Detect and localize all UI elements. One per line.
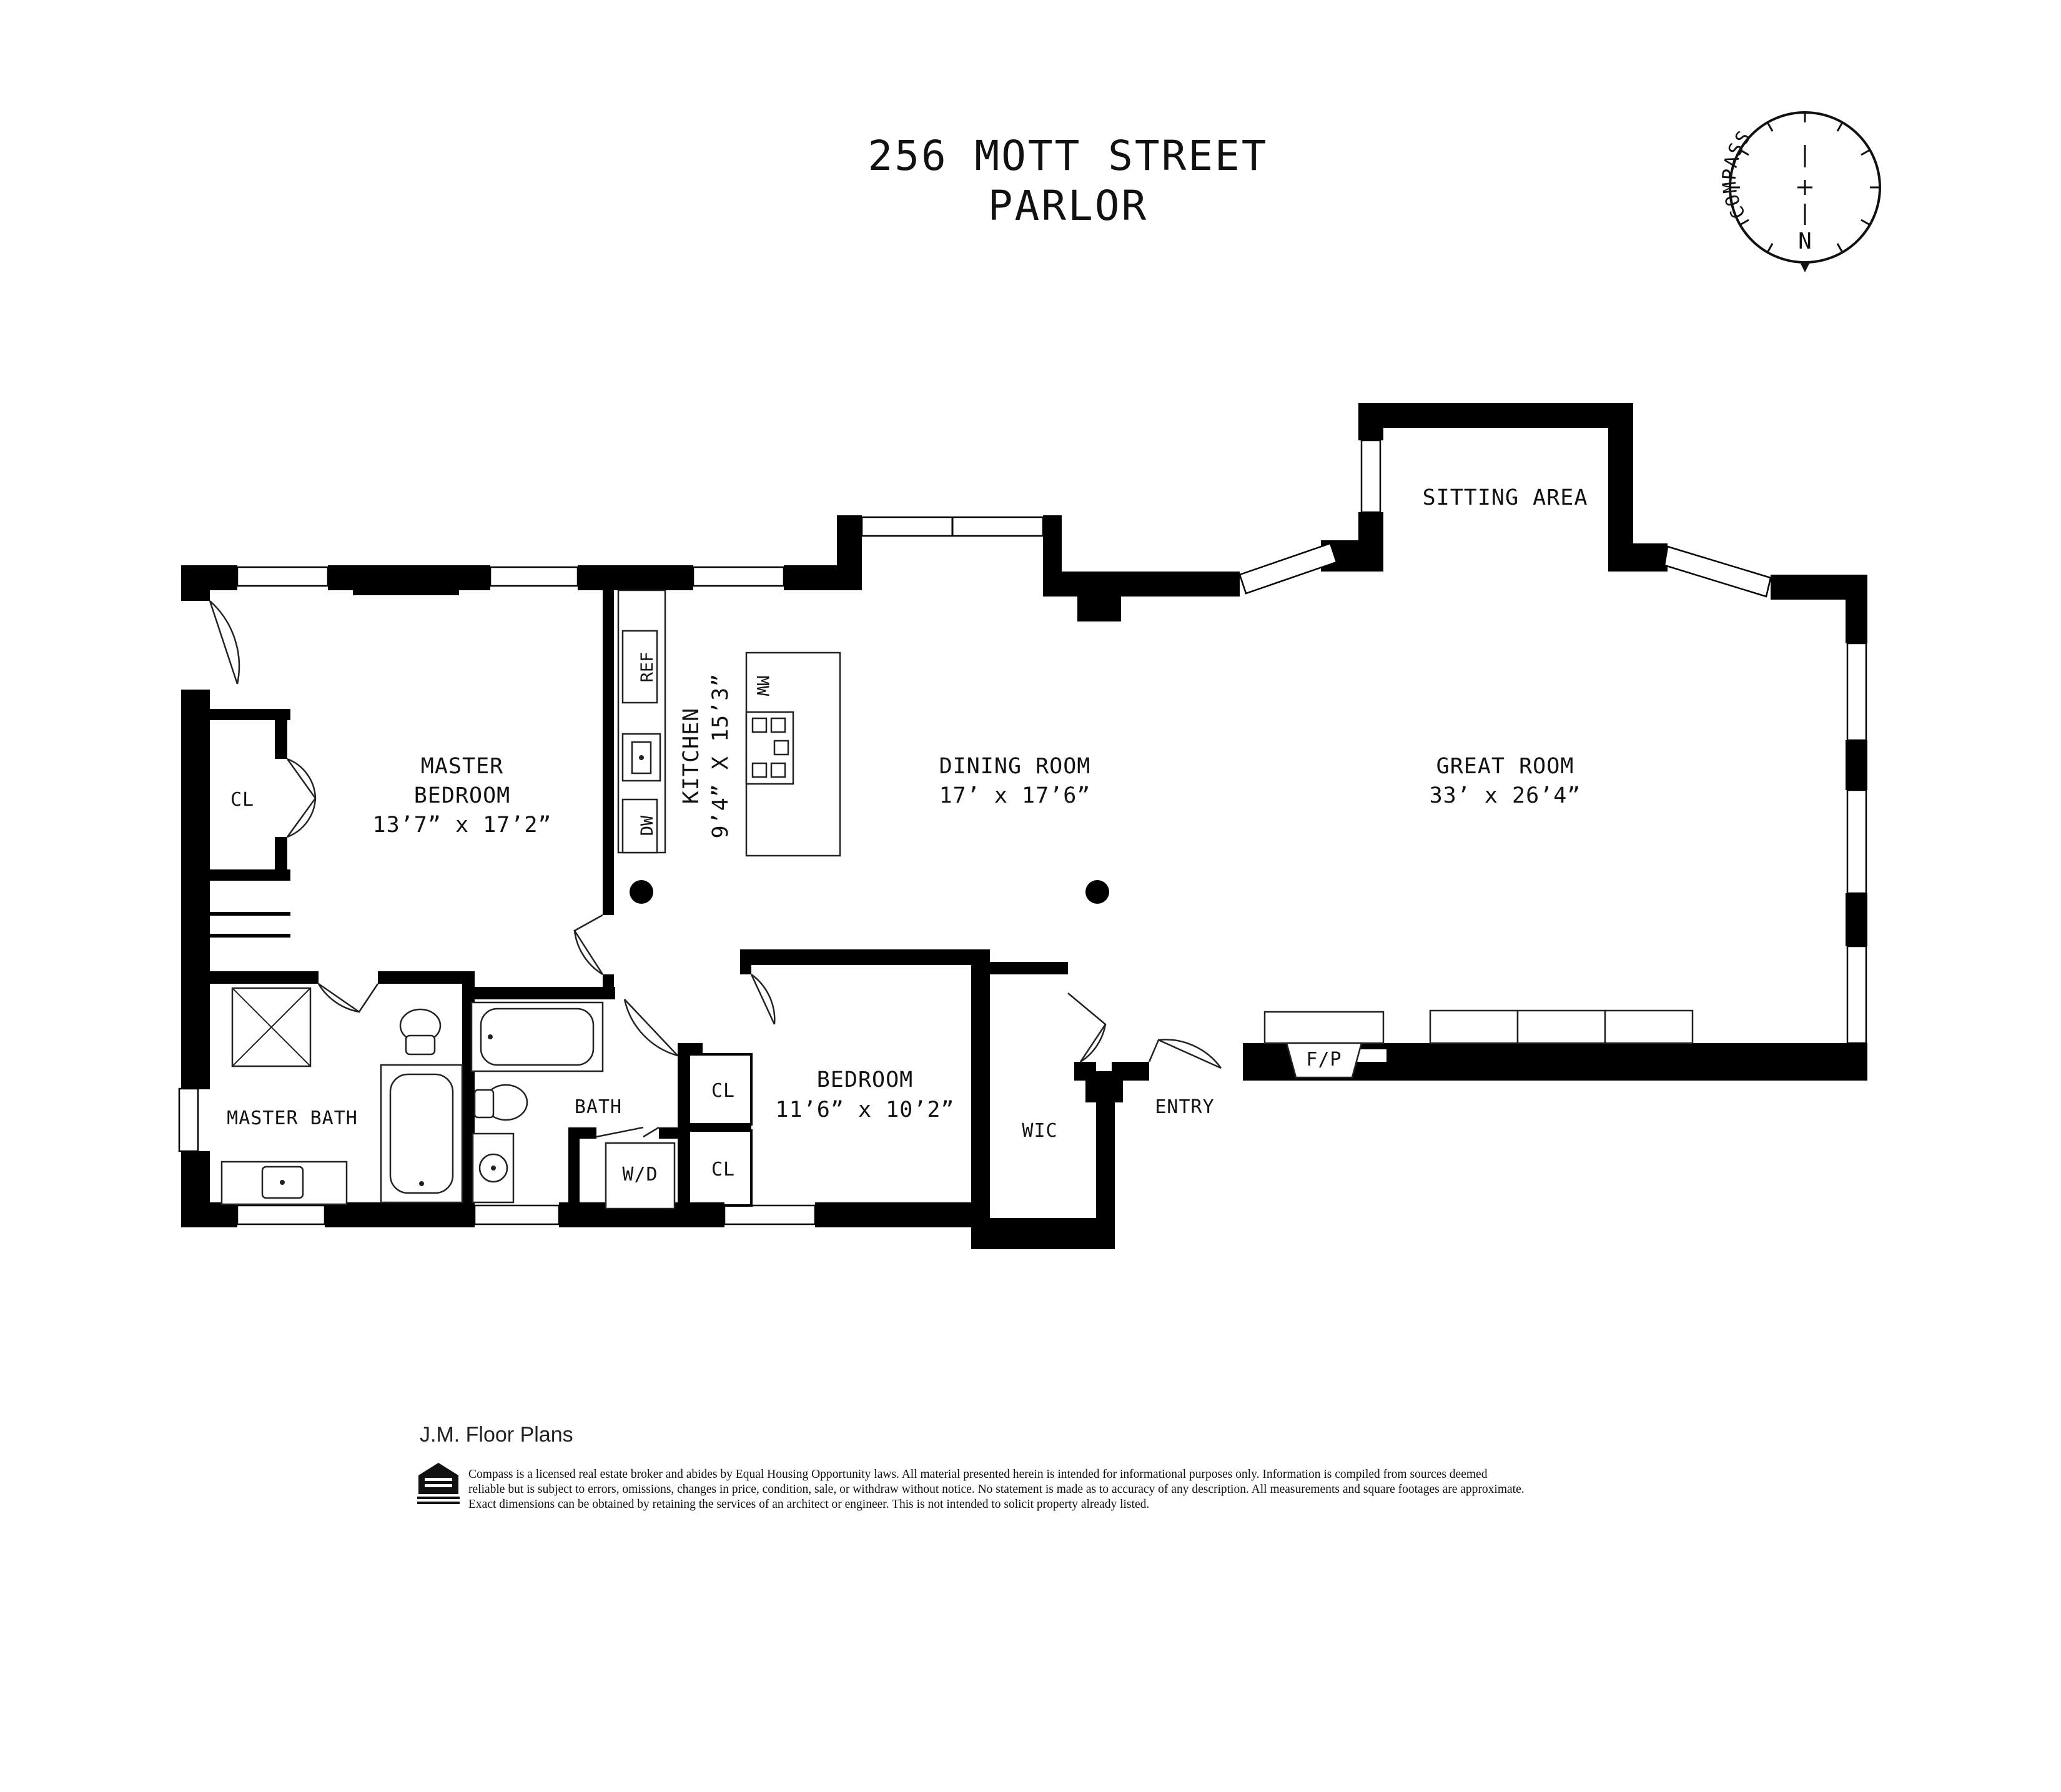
master-bedroom-label-line2: BEDROOM: [414, 783, 511, 808]
closet-label: CL: [711, 1080, 735, 1102]
compass-north-label: N: [1798, 229, 1812, 254]
window: [236, 1204, 326, 1225]
doors: [209, 600, 1222, 1138]
master-bath-fixtures: [220, 987, 463, 1205]
kitchen-fixtures: REF DW MW: [617, 589, 841, 857]
window: [1846, 789, 1867, 894]
ref-label: REF: [638, 652, 657, 683]
wd-label: W/D: [622, 1164, 658, 1186]
window: [723, 1204, 816, 1225]
window: [1663, 545, 1772, 598]
sitting-area-label: SITTING AREA: [1423, 485, 1588, 510]
closet-door-swing: [286, 758, 317, 838]
wic-door-swing: [1067, 993, 1107, 1063]
window: [473, 1204, 560, 1225]
dishwasher: [621, 798, 658, 854]
interior-walls: [200, 584, 1068, 1212]
title-floor: PARLOR: [988, 182, 1148, 230]
door-swing: [317, 983, 379, 1013]
disclaimer-line-1: Compass is a licensed real estate broker…: [468, 1468, 1488, 1481]
columns: [630, 880, 1109, 904]
window: [236, 566, 329, 587]
windows: [178, 439, 1867, 1225]
bath-fixtures: W/D: [470, 1001, 676, 1210]
window: [178, 1087, 199, 1152]
disclaimer-line-2: reliable but is subject to errors, omiss…: [468, 1483, 1525, 1496]
kitchen-label: KITCHEN: [679, 708, 704, 804]
dining-room-label: DINING ROOM: [939, 754, 1091, 779]
window: [692, 566, 785, 587]
door-swing: [209, 600, 240, 685]
great-room-dims: 33’ x 26’4”: [1430, 783, 1581, 808]
bath-label: BATH: [575, 1096, 622, 1118]
built-in-cabinet: [1516, 1009, 1606, 1044]
dw-label: DW: [638, 815, 657, 836]
fireplace-icon: [1285, 1042, 1363, 1079]
floor-plan: REF DW MW: [178, 403, 1867, 1249]
bedroom-dims: 11’6” x 10’2”: [776, 1097, 955, 1122]
kitchen-dims: 9’4” X 15’3”: [708, 673, 733, 839]
mw-label: MW: [753, 676, 772, 696]
refrigerator: [621, 630, 658, 704]
built-in-cabinet: [1604, 1009, 1694, 1044]
door-swing: [623, 999, 678, 1057]
equal-housing-icon: [417, 1463, 460, 1504]
column: [630, 880, 653, 904]
master-bedroom-label-line1: MASTER: [421, 754, 503, 779]
master-bedroom-dims: 13’7” x 17’2”: [373, 813, 552, 838]
window: [1238, 542, 1338, 595]
window: [1360, 439, 1381, 513]
window: [1846, 642, 1867, 741]
closets: CL CL CL: [230, 789, 753, 1207]
title-block: 256 MOTT STREET PARLOR: [867, 132, 1268, 230]
footer: J.M. Floor Plans Compass is a licensed r…: [417, 1423, 1525, 1511]
fp-label: F/P: [1306, 1049, 1342, 1071]
entry-door-swing: [1148, 1039, 1222, 1069]
room-labels: SITTING AREA GREAT ROOM 33’ x 26’4” DINI…: [227, 485, 1588, 1142]
disclaimer-line-3: Exact dimensions can be obtained by reta…: [468, 1498, 1149, 1511]
master-bath-label: MASTER BATH: [227, 1107, 358, 1129]
wic-label: WIC: [1022, 1120, 1057, 1142]
column: [1085, 880, 1109, 904]
wd-door-swing: [596, 1126, 660, 1138]
closet-label: CL: [230, 789, 254, 811]
window: [1846, 945, 1867, 1044]
great-room-label: GREAT ROOM: [1436, 754, 1574, 779]
built-in-cabinet: [1429, 1009, 1519, 1044]
compass-icon: COMPASS N: [1719, 111, 1881, 272]
door-swing: [750, 973, 776, 1025]
door-swing: [573, 914, 604, 976]
entry-label: ENTRY: [1155, 1096, 1214, 1118]
title-address: 256 MOTT STREET: [867, 132, 1268, 180]
washer-dryer-icon: [605, 1142, 676, 1210]
bedroom-label: BEDROOM: [817, 1067, 914, 1092]
closet-label: CL: [711, 1159, 735, 1181]
dining-room-dims: 17’ x 17’6”: [939, 783, 1091, 808]
great-room-builtins: F/P: [1263, 1009, 1694, 1079]
credit-label: J.M. Floor Plans: [420, 1423, 573, 1447]
window: [489, 566, 579, 587]
fireplace-hearth: [1263, 1011, 1385, 1044]
